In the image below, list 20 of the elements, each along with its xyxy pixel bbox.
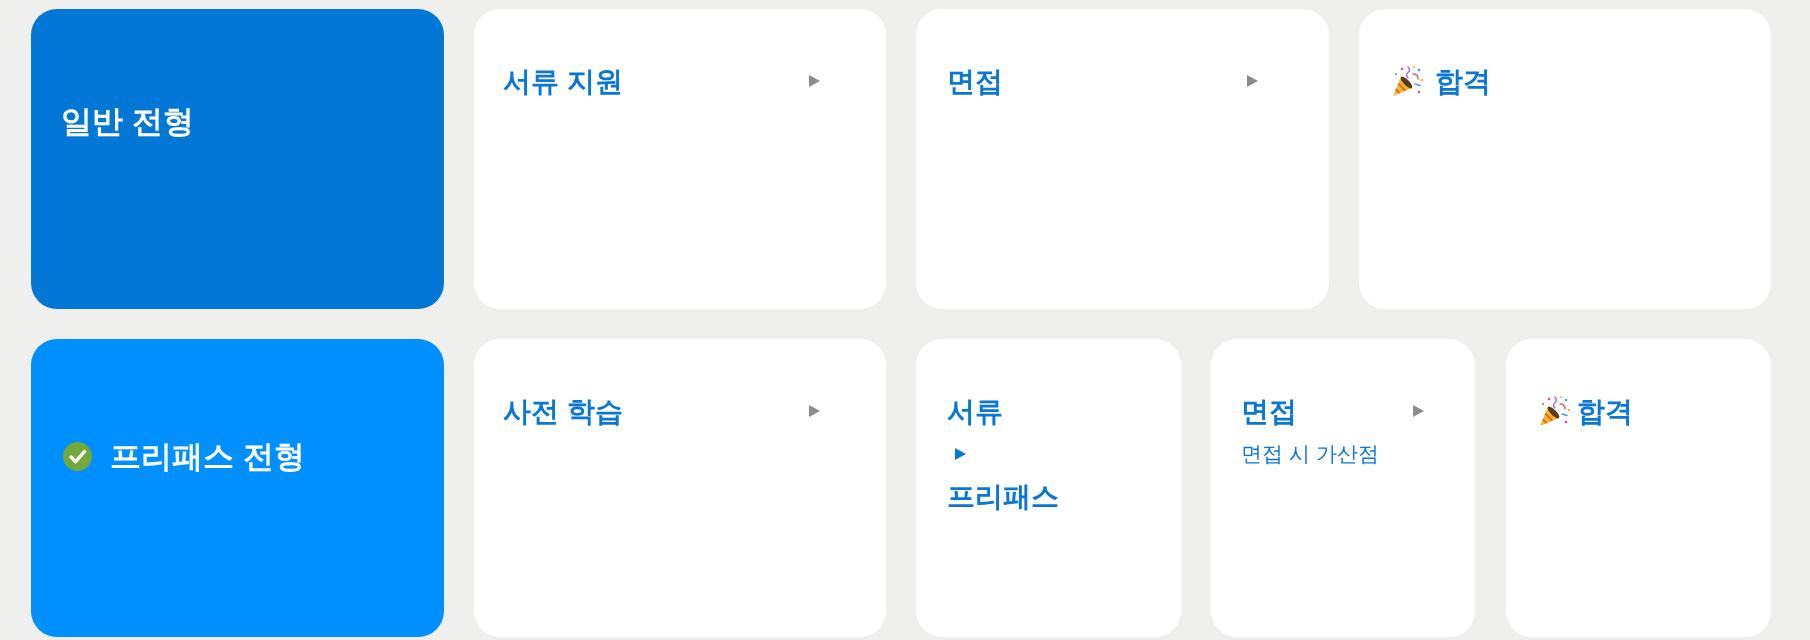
step-card xyxy=(1211,339,1475,637)
step-card xyxy=(916,339,1181,637)
step-card xyxy=(916,9,1329,309)
step-card xyxy=(474,9,886,309)
track-card xyxy=(31,339,444,637)
step-title: 서류 지원 xyxy=(503,64,623,99)
step-note: 면접 시 가산점 xyxy=(1241,441,1379,467)
track-title: 프리패스 전형 xyxy=(110,437,305,476)
step-card xyxy=(474,339,886,637)
step-title: 서류 xyxy=(947,394,1003,429)
track-card xyxy=(31,9,444,309)
step-card xyxy=(1359,9,1771,309)
step-title: 합격 xyxy=(1435,64,1491,99)
step-title: 면접 xyxy=(1241,394,1297,429)
step-title: 면접 xyxy=(947,64,1003,99)
step-card xyxy=(1506,339,1771,637)
step-title: 사전 학습 xyxy=(503,394,623,429)
track-title: 일반 전형 xyxy=(61,102,194,141)
step-title: 프리패스 xyxy=(947,479,1059,514)
step-title: 합격 xyxy=(1577,394,1633,429)
